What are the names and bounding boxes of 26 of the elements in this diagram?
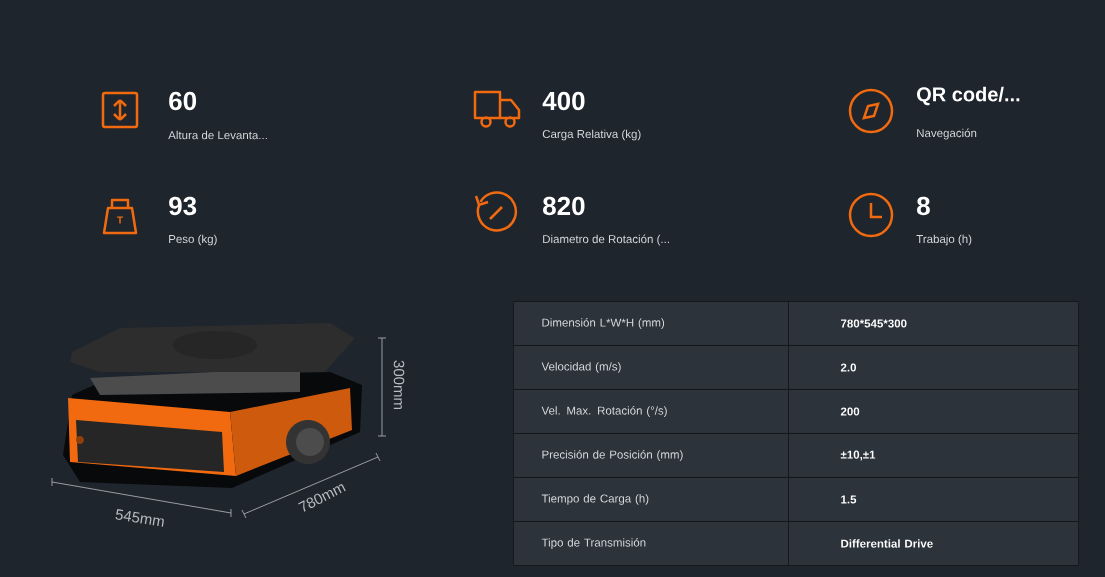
table-cell: ±10,±1 bbox=[788, 433, 1079, 478]
dimension-label: 300mm bbox=[393, 360, 405, 409]
stat-label: Altura de Levanta... bbox=[168, 130, 267, 140]
stat-label: Carga Relativa (kg) bbox=[542, 129, 641, 141]
stat-label: Navegación bbox=[917, 128, 977, 140]
stat-value: 820 bbox=[543, 196, 585, 216]
stat-value: 8 bbox=[917, 196, 930, 216]
table-cell: Precisión de Posición (mm) bbox=[513, 433, 789, 478]
table-cell: Differential Drive bbox=[788, 521, 1079, 566]
stat-value: 60 bbox=[169, 91, 197, 111]
table-cell: Dimensión L*W*H (mm) bbox=[513, 301, 789, 346]
table-cell: 1.5 bbox=[788, 477, 1079, 522]
table-cell: Velocidad (m/s) bbox=[513, 345, 789, 390]
stat-label: Diametro de Rotación (... bbox=[543, 234, 669, 246]
stat-label: Trabajo (h) bbox=[916, 234, 972, 246]
table-cell: 780*545*300 bbox=[788, 301, 1079, 346]
stat-value: 400 bbox=[542, 91, 585, 111]
table-cell: 200 bbox=[788, 389, 1079, 434]
table-cell: Vel. Max. Rotación (°/s) bbox=[513, 389, 789, 434]
stat-label: Peso (kg) bbox=[169, 234, 217, 246]
table-cell: Tiempo de Carga (h) bbox=[513, 477, 789, 522]
stat-value: QR code/... bbox=[917, 86, 1020, 106]
table-cell: 2.0 bbox=[788, 345, 1079, 390]
dimension-label: 545mm bbox=[115, 509, 164, 527]
table-cell: Tipo de Transmisión bbox=[513, 521, 789, 566]
stat-value: 93 bbox=[169, 196, 197, 216]
